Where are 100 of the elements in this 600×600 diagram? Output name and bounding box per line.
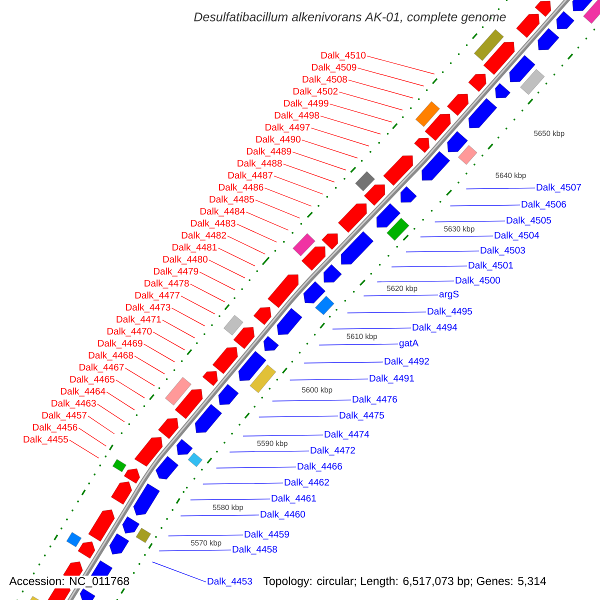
gene-label: Dalk_4461 (272, 494, 316, 504)
leader-line (391, 266, 468, 268)
gene-label: Dalk_4477 (135, 292, 180, 300)
gene-label: Dalk_4476 (352, 396, 397, 404)
leader-line (310, 128, 370, 146)
leader-line (255, 200, 300, 218)
leader-line (116, 380, 145, 398)
leader-line (292, 152, 346, 170)
gene-label: Dalk_4486 (219, 184, 264, 192)
gene-label: Dalk_4459 (244, 530, 289, 540)
leader-line (227, 236, 266, 254)
leader-line (258, 416, 338, 418)
gene-label: Dalk_4470 (107, 328, 152, 336)
gene-label: Dalk_4499 (284, 100, 328, 108)
leader-line (97, 404, 125, 422)
leader-line (216, 466, 296, 468)
leader-line (88, 416, 115, 434)
gene-label: Dalk_4504 (494, 232, 540, 240)
leader-line (78, 428, 106, 446)
leader-line (357, 68, 424, 86)
leader-line (466, 188, 536, 190)
leader-line (283, 164, 335, 182)
leader-line (274, 176, 324, 194)
leader-line (171, 308, 206, 326)
gene-label: Dalk_4468 (88, 352, 134, 360)
gene-label: Dalk_4508 (302, 76, 347, 84)
gene-label: Dalk_4467 (80, 364, 124, 372)
leader-line (264, 188, 312, 206)
leader-line (168, 534, 244, 536)
gene-label: Dalk_4472 (310, 446, 355, 456)
gene-label: Dalk_4463 (52, 400, 96, 408)
gene-label: Dalk_4485 (210, 196, 254, 204)
gene-label: Dalk_4474 (324, 430, 370, 440)
leader-line (236, 224, 277, 242)
gene-label: Dalk_4505 (506, 216, 552, 226)
gene-label: Dalk_4460 (260, 510, 306, 520)
gene-label: Dalk_4457 (42, 412, 87, 420)
gene-label: argS (439, 290, 459, 300)
gene-label: Dalk_4475 (340, 412, 384, 420)
leader-line (158, 550, 232, 552)
gene-label: Dalk_4482 (182, 232, 226, 240)
leader-line (434, 220, 506, 222)
leader-line (406, 250, 480, 252)
gene-label: Dalk_4483 (191, 220, 236, 228)
genome-stats-text: Topology: circular; Length: 6,517,073 bp; Genes: 5,314 (262, 576, 548, 588)
gene-label: Dalk_4510 (321, 52, 366, 60)
leader-line (124, 368, 155, 386)
leader-line (450, 204, 520, 206)
leader-line (152, 332, 186, 350)
gene-label: Dalk_4480 (163, 256, 208, 264)
gene-label: Dalk_4491 (370, 374, 414, 384)
gene-label: Dalk_4494 (412, 324, 458, 332)
gene-label: Dalk_4455 (24, 436, 68, 444)
gene-label: Dalk_4479 (154, 268, 198, 276)
leader-line (290, 378, 368, 380)
leader-line (152, 562, 206, 582)
leader-line (199, 272, 236, 290)
gene-label: Dalk_4458 (232, 546, 277, 554)
leader-line (144, 344, 175, 362)
leader-line (180, 296, 216, 314)
gene-label: gatA (399, 340, 419, 348)
leader-line (347, 312, 426, 314)
gene-label: Dalk_4469 (98, 340, 142, 348)
leader-line (363, 294, 438, 296)
gene-label: Dalk_4500 (456, 276, 500, 286)
leader-line (420, 236, 494, 238)
leader-line (190, 498, 270, 500)
gene-label: Dalk_4498 (274, 112, 320, 120)
leader-line (180, 514, 260, 516)
leader-line (106, 392, 135, 410)
gene-label: Dalk_4478 (144, 280, 189, 288)
leader-line (332, 328, 412, 330)
gene-label: Dalk_4487 (228, 172, 273, 180)
gene-label: Dalk_4481 (172, 244, 217, 252)
gene-label: Dalk_4495 (428, 308, 472, 316)
accession-text: Accession: NC_011768 (8, 576, 131, 588)
leader-line (69, 440, 100, 458)
leader-line (366, 56, 435, 74)
gene-label: Dalk_4503 (480, 246, 525, 256)
gene-label: Dalk_4462 (284, 478, 329, 488)
leader-line (218, 248, 256, 266)
leader-line (302, 140, 358, 158)
leader-line (330, 104, 392, 122)
gene-label: Dalk_4464 (60, 388, 106, 396)
leader-line (134, 356, 165, 374)
leader-line (162, 320, 196, 338)
leader-line (348, 80, 414, 98)
gene-label: Dalk_4453 (208, 578, 252, 586)
gene-label: Dalk_4456 (33, 424, 78, 432)
leader-line (229, 450, 310, 452)
gene-label: Dalk_4465 (70, 376, 114, 384)
leader-line (318, 344, 398, 346)
gene-label: Dalk_4490 (256, 136, 301, 144)
gene-label: Dalk_4509 (312, 64, 356, 72)
leader-line (320, 116, 381, 134)
gene-label: Dalk_4473 (126, 304, 170, 312)
gene-label: Dalk_4507 (536, 184, 581, 192)
leader-line (246, 212, 289, 230)
leader-line (242, 434, 324, 436)
gene-label: Dalk_4502 (293, 88, 338, 96)
